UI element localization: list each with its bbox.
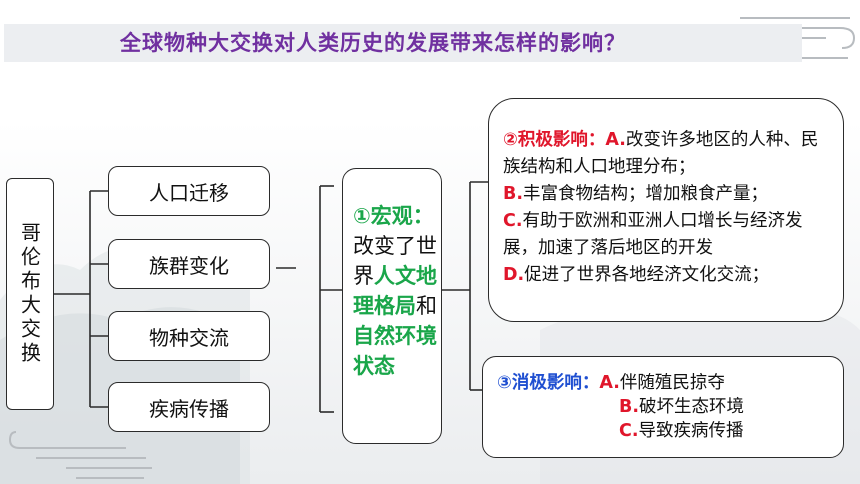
negative-b-label: B. <box>619 397 639 417</box>
positive-impact-box: ②积极影响：A.改变许多地区的人种、民族结构和人口地理分布； B.丰富食物结构；… <box>488 98 844 322</box>
category-box-ethnic: 族群变化 <box>108 239 270 289</box>
macro-highlight-1: 人文地理格局 <box>353 264 437 318</box>
category-box-migration: 人口迁移 <box>108 166 270 216</box>
macro-text-1: 改变了世界 <box>353 234 437 288</box>
macro-highlight-2: 自然环境状态 <box>353 324 437 378</box>
positive-a-text: 改变许多地区的人种、民族结构和人口地理分布； <box>503 130 819 177</box>
negative-item-b: B.破坏生态环境 <box>497 395 833 419</box>
negative-c-label: C. <box>619 421 639 441</box>
positive-b-label: B. <box>503 184 523 204</box>
negative-a-text: 伴随殖民掠夺 <box>619 373 725 393</box>
category-label: 族群变化 <box>149 253 229 278</box>
positive-item-d: D.促进了世界各地经济文化交流； <box>503 262 833 289</box>
category-label: 人口迁移 <box>149 180 229 205</box>
positive-d-text: 促进了世界各地经济文化交流； <box>524 265 770 285</box>
positive-item-b: B.丰富食物结构；增加粮食产量； <box>503 181 833 208</box>
title-bar: 全球物种大交换对人类历史的发展带来怎样的影响？ <box>4 24 802 62</box>
positive-c-label: C. <box>503 211 523 231</box>
positive-item-a: ②积极影响：A.改变许多地区的人种、民族结构和人口地理分布； <box>503 127 833 181</box>
negative-impact-box: ③消极影响：A.伴随殖民掠夺 B.破坏生态环境 C.导致疾病传播 <box>482 356 844 458</box>
root-node-box: 哥伦布大交换 <box>6 178 54 410</box>
category-box-disease: 疾病传播 <box>108 382 270 432</box>
positive-c-text: 有助于欧洲和亚洲人口增长与经济发展，加速了落后地区的开发 <box>503 211 803 258</box>
page-title: 全球物种大交换对人类历史的发展带来怎样的影响？ <box>120 31 626 55</box>
negative-c-text: 导致疾病传播 <box>638 421 744 441</box>
positive-d-label: D. <box>503 265 525 285</box>
positive-item-c: C.有助于欧洲和亚洲人口增长与经济发展，加速了落后地区的开发 <box>503 208 833 262</box>
macro-title: ①宏观： <box>353 204 434 228</box>
root-node-label: 哥伦布大交换 <box>17 222 42 366</box>
positive-a-label: A. <box>605 130 626 150</box>
cloud-swirl-bottom-left-icon <box>8 431 152 479</box>
negative-a-label: A. <box>599 373 620 393</box>
category-label: 物种交流 <box>149 325 229 350</box>
positive-title: ②积极影响： <box>503 130 606 150</box>
macro-impact-box: ①宏观： 改变了世界人文地理格局和自然环境状态 <box>342 168 442 444</box>
negative-title: ③消极影响： <box>497 373 600 393</box>
negative-b-text: 破坏生态环境 <box>639 397 744 417</box>
category-label: 疾病传播 <box>149 396 229 421</box>
negative-item-c: C.导致疾病传播 <box>497 419 833 443</box>
category-box-species: 物种交流 <box>108 311 270 361</box>
positive-b-text: 丰富食物结构；增加粮食产量； <box>523 184 768 204</box>
negative-item-a: ③消极影响：A.伴随殖民掠夺 <box>497 371 833 395</box>
macro-text-2: 和 <box>416 294 437 318</box>
